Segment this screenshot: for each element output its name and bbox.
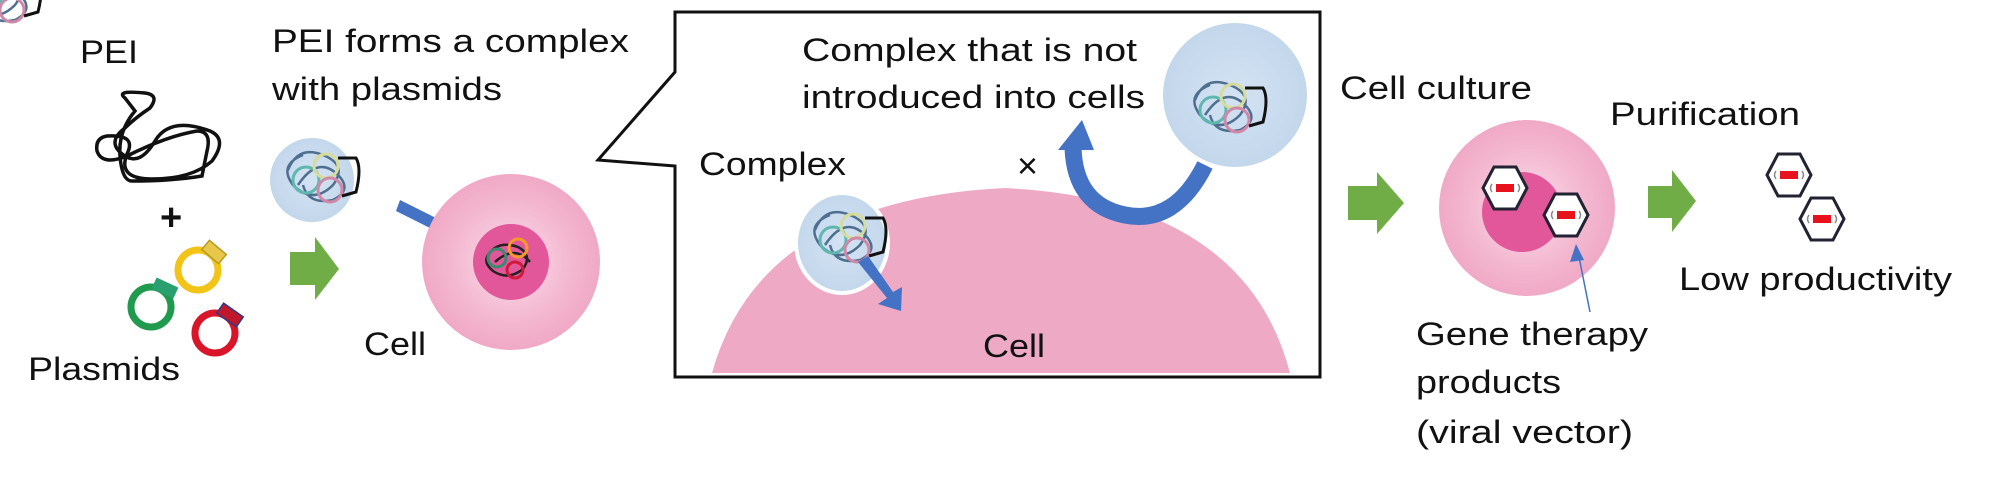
not-introduced-label-line2: introduced into cells bbox=[802, 79, 1145, 115]
flow-arrow-3 bbox=[1648, 170, 1696, 232]
gene-therapy-label-line3: (viral vector) bbox=[1416, 414, 1633, 450]
producer-cell-icon bbox=[1439, 120, 1615, 296]
pei-label: PEI bbox=[80, 34, 138, 70]
complex-formation-label-line2: with plasmids bbox=[271, 71, 502, 107]
cell-culture-label: Cell culture bbox=[1340, 70, 1532, 106]
inset-cell-label: Cell bbox=[983, 328, 1045, 364]
pei-plasmid-complex-icon bbox=[270, 138, 361, 222]
rejection-arrowhead-icon bbox=[1058, 120, 1094, 150]
vector-pointer-line bbox=[1577, 251, 1591, 313]
plasmid-yellow-icon bbox=[174, 239, 228, 294]
vector-pointer-arrowhead bbox=[1570, 244, 1584, 262]
cell-with-complex-icon bbox=[422, 174, 600, 350]
gene-therapy-label-line1: Gene therapy bbox=[1416, 316, 1648, 352]
purification-label: Purification bbox=[1610, 96, 1800, 132]
purified-vectors-icon bbox=[1765, 152, 1846, 242]
flow-arrow-1 bbox=[290, 237, 339, 300]
plasmid-red-icon bbox=[191, 302, 245, 357]
complex-label: Complex bbox=[699, 146, 846, 182]
complex-formation-label-line1: PEI forms a complex bbox=[272, 23, 629, 59]
rejected-complex-icon bbox=[0, 0, 1307, 167]
pei-polymer-icon bbox=[94, 90, 222, 183]
plus-sign: + bbox=[160, 197, 182, 239]
plasmids-label: Plasmids bbox=[28, 351, 180, 387]
gene-therapy-label-line2: products bbox=[1416, 364, 1561, 400]
rejection-arrow-icon bbox=[1064, 147, 1213, 225]
flow-arrow-2 bbox=[1348, 172, 1404, 234]
plasmid-green-icon bbox=[127, 277, 179, 331]
entry-arrow-icon bbox=[858, 256, 902, 311]
blocked-cross-icon: × bbox=[1017, 145, 1038, 186]
cell-label: Cell bbox=[364, 326, 426, 362]
not-introduced-label-line1: Complex that is not bbox=[802, 32, 1137, 68]
low-productivity-label: Low productivity bbox=[1679, 261, 1952, 297]
